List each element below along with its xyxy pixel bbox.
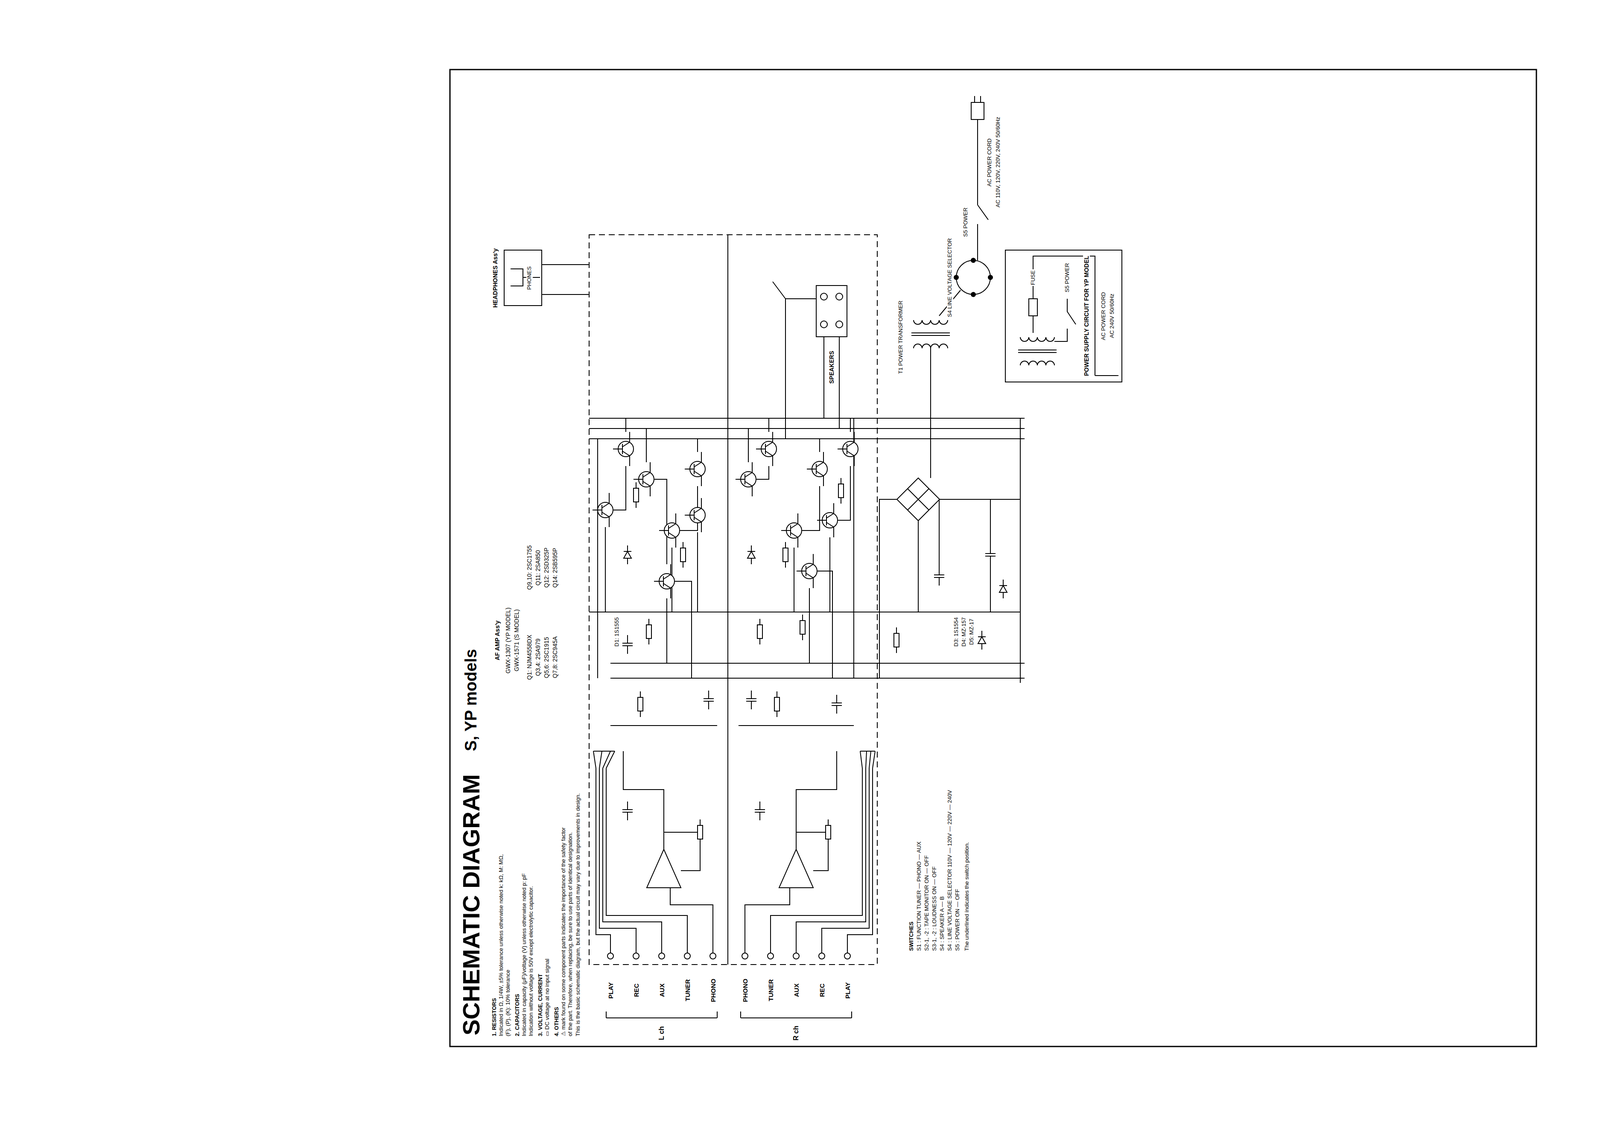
jack-label: REC	[818, 982, 826, 999]
part-label: D5: MZ-17	[968, 617, 976, 646]
part-label: AC POWER CORD	[1100, 291, 1107, 342]
parts-list: Q14: 2SB595P	[551, 546, 559, 589]
note-line: Indicated in Ω, 1/4W, ±5% tolerance unle…	[498, 853, 505, 1038]
jack-label: TUNER	[683, 978, 692, 1003]
channel-label: R ch	[792, 1024, 800, 1042]
parts-list: Q3,4: 2SA979	[534, 637, 542, 678]
part-label: S5 POWER	[962, 206, 970, 238]
transistor-symbols	[592, 432, 859, 599]
jack-label: REC	[632, 982, 640, 999]
note-line: Indication without voltage is 50V except…	[528, 885, 535, 1038]
note-line: ⚠ mark found on some component parts ind…	[560, 826, 567, 1038]
part-label: FUSE	[1030, 269, 1037, 287]
jack-label: PLAY	[607, 981, 615, 1000]
parts-list: Q9,10: 2SC1755	[525, 544, 533, 591]
part-label: AC POWER CORD	[986, 137, 993, 188]
power-box-drawing	[1018, 256, 1119, 376]
part-label: D4: MZ-157	[960, 616, 968, 648]
power-section	[879, 96, 1021, 679]
title-subtitle: S, YP models	[461, 648, 481, 752]
parts-list: GWX-1307 (YP MODEL)	[504, 606, 512, 675]
page-border	[449, 69, 1537, 1047]
parts-list: Q5,6: 2SC1915	[543, 636, 550, 680]
headphones-box: HEADPHONES Ass'yPHONES	[503, 249, 543, 307]
parts-list: Q11: 2SA850	[534, 548, 542, 587]
note-line: 2. CAPACITORS	[514, 993, 521, 1038]
note-line: S2-1, -2 : TAPE MONITOR ON — OFF	[923, 854, 931, 952]
parts-list: AF AMP Ass'y	[493, 619, 501, 661]
jack-label: AUX	[792, 982, 800, 999]
note-line: (F), (P), (K): 10% tolerance	[505, 969, 512, 1038]
note-line: ▭ DC voltage at no input signal	[544, 957, 551, 1038]
note-line: The underlined indicates the switch posi…	[963, 841, 971, 952]
note-line: S3-1, -2 : LOUDNESS ON — OFF	[931, 865, 938, 952]
box-heading: HEADPHONES Ass'y	[491, 247, 499, 309]
diagram-title: SCHEMATIC DIAGRAM	[457, 773, 485, 1037]
jack-label: PHONO	[741, 977, 749, 1003]
note-line: S5 : POWER ON — OFF	[954, 888, 961, 952]
part-label: AC 240V 50/60Hz	[1109, 292, 1116, 339]
resistor-symbols	[633, 478, 900, 846]
parts-list: GWX-1571 (S MODEL)	[513, 608, 520, 672]
box-heading: POWER SUPPLY CIRCUIT FOR YP MODEL	[1083, 254, 1090, 377]
part-label: S5 POWER	[1064, 262, 1071, 294]
note-line: This is the basic schematic diagram, but…	[575, 792, 582, 1038]
note-line: 4. OTHERS	[553, 1006, 561, 1038]
note-line: 1. RESISTORS	[491, 997, 498, 1038]
jack-label: PLAY	[843, 981, 852, 1000]
note-line: of the part. Therefore, when replacing, …	[567, 831, 574, 1038]
note-line: 3. VOLTAGE, CURRENT	[537, 973, 544, 1038]
note-line: S4 : SPEAKER A — B	[939, 895, 946, 952]
part-label: SPEAKERS	[828, 349, 836, 385]
part-label: AC 110V, 120V, 220V, 240V 50/60Hz	[995, 116, 1002, 209]
note-line: SWITCHES	[908, 920, 915, 952]
capacitor-symbols	[622, 545, 996, 821]
channel-label: L ch	[657, 1025, 666, 1042]
note-line: S1 : FUNCTION TUNER — PHONO — AUX	[916, 840, 923, 952]
wiring	[510, 234, 1025, 1019]
note-line: Indicated in capacity (μF)/voltage (V) u…	[521, 872, 528, 1038]
parts-list: Q1: NJM4558DX	[525, 633, 533, 681]
note-line: S4 : LINE VOLTAGE SELECTOR 110V — 120V —…	[946, 789, 954, 952]
jack-label: PHONO	[709, 977, 717, 1003]
part-label: D1: 1S1555	[613, 616, 621, 648]
part-label: T1 POWER TRANSFORMER	[897, 299, 905, 375]
parts-list: Q12: 2SD325P	[543, 546, 550, 589]
box-text: PHONES	[526, 265, 533, 291]
jack-label: AUX	[658, 982, 666, 999]
parts-list: Q7,8: 2SC945A	[551, 635, 559, 680]
amp-frame	[589, 234, 878, 965]
speaker-terminals	[772, 281, 847, 439]
diode-symbols	[623, 545, 1008, 650]
part-label: S4 LINE VOLTAGE SELECTOR	[946, 237, 954, 319]
jack-label: TUNER	[767, 978, 775, 1003]
part-label: D3: 1S1554	[953, 616, 960, 648]
